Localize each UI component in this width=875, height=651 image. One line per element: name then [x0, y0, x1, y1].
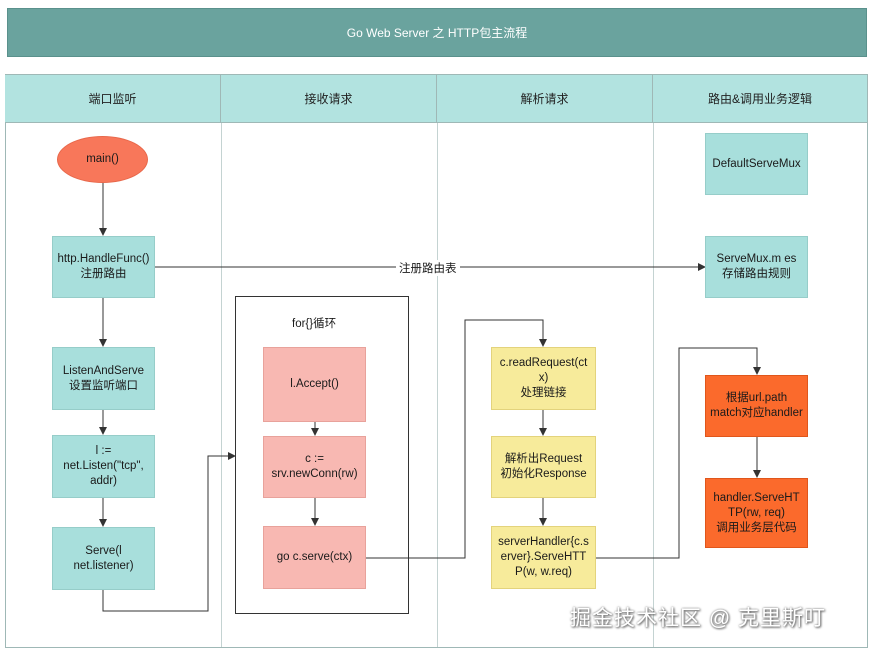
watermark: 掘金技术社区 @ 克里斯叮	[570, 607, 826, 630]
node-match-handler: 根据url.path match对应handler	[705, 375, 808, 437]
edge-goserve-to-readrequest	[366, 319, 547, 559]
for-loop-container	[235, 296, 409, 614]
diagram-title: Go Web Server 之 HTTP包主流程	[7, 8, 867, 57]
node-serve: Serve(l net.listener)	[52, 527, 155, 590]
lane-header-parse-request: 解析请求	[437, 75, 653, 123]
node-accept: l.Accept()	[263, 347, 366, 422]
lane-header-routing: 路由&调用业务逻辑	[653, 75, 868, 123]
lane-divider	[221, 123, 222, 647]
node-server-handler: serverHandler{c.s erver}.ServeHTT P(w, w…	[491, 526, 596, 589]
node-handle-func: http.HandleFunc() 注册路由	[52, 236, 155, 298]
node-listen-and-serve: ListenAndServe 设置监听端口	[52, 347, 155, 410]
edge-serve-to-loop	[102, 452, 236, 612]
node-serve-mux-m: ServeMux.m es 存储路由规则	[705, 236, 808, 298]
node-parse-request: 解析出Request 初始化Response	[491, 436, 596, 498]
lane-divider	[437, 123, 438, 647]
node-default-serve-mux: DefaultServeMux	[705, 133, 808, 195]
node-handler-serve-http: handler.ServeHT TP(rw, req) 调用业务层代码	[705, 478, 808, 548]
for-loop-label: for{}循环	[292, 318, 337, 330]
lane-header-receive-request: 接收请求	[221, 75, 437, 123]
edge-label-register-route-table: 注册路由表	[396, 260, 460, 276]
lane-header-port-listen: 端口监听	[5, 75, 221, 123]
node-net-listen: l := net.Listen("tcp", addr)	[52, 435, 155, 498]
edge-serverhandler-to-match	[596, 347, 761, 559]
node-new-conn: c := srv.newConn(rw)	[263, 436, 366, 498]
lane-divider	[653, 123, 654, 647]
node-main: main()	[57, 136, 148, 183]
node-read-request: c.readRequest(ct x) 处理链接	[491, 347, 596, 410]
node-go-serve: go c.serve(ctx)	[263, 526, 366, 589]
